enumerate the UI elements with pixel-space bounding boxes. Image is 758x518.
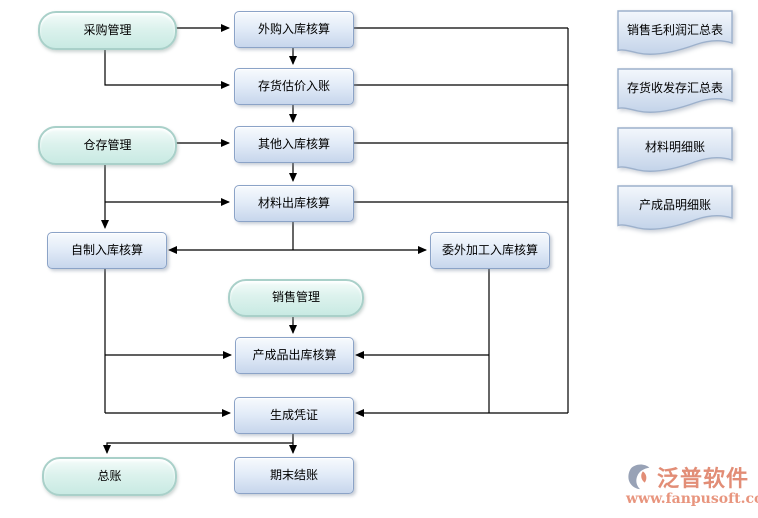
report-material-ledger: 材料明细账 [617,127,733,175]
document-shape-icon [617,127,733,172]
node-warehouse-mgmt: 仓存管理 [38,126,177,165]
node-purchase-mgmt: 采购管理 [38,11,177,50]
node-general-ledger: 总账 [42,457,177,496]
node-period-end-close: 期末结账 [234,457,354,494]
node-sales-mgmt: 销售管理 [228,279,364,317]
brand-name: 泛普软件 [657,467,750,492]
report-label: 存货收发存汇总表 [626,80,723,95]
report-label: 产成品明细账 [638,197,711,212]
node-outsourced-purchase-in: 外购入库核算 [234,11,354,48]
node-finished-goods-out: 产成品出库核算 [235,337,354,374]
report-label: 销售毛利润汇总表 [626,22,723,37]
fanpu-brand-watermark: 泛普软件 www.fanpusoft.com [626,462,758,507]
report-inventory-in-out-balance-summary: 存货收发存汇总表 [617,68,733,116]
node-other-in: 其他入库核算 [234,126,354,163]
node-generate-voucher: 生成凭证 [234,397,354,434]
document-shape-icon [617,185,733,230]
report-sales-gross-profit-summary: 销售毛利润汇总表 [617,10,733,58]
node-material-out: 材料出库核算 [234,185,354,222]
report-label: 材料明细账 [644,139,705,154]
fanpu-logo-icon [628,464,650,490]
document-shape-icon [617,68,733,113]
node-inventory-estimate-entry: 存货估价入账 [234,68,354,105]
node-outsourced-processing-in: 委外加工入库核算 [430,232,550,269]
node-self-made-in: 自制入库核算 [47,232,167,269]
report-finished-goods-ledger: 产成品明细账 [617,185,733,233]
document-shape-icon [617,10,733,55]
brand-website: www.fanpusoft.com [626,491,758,507]
